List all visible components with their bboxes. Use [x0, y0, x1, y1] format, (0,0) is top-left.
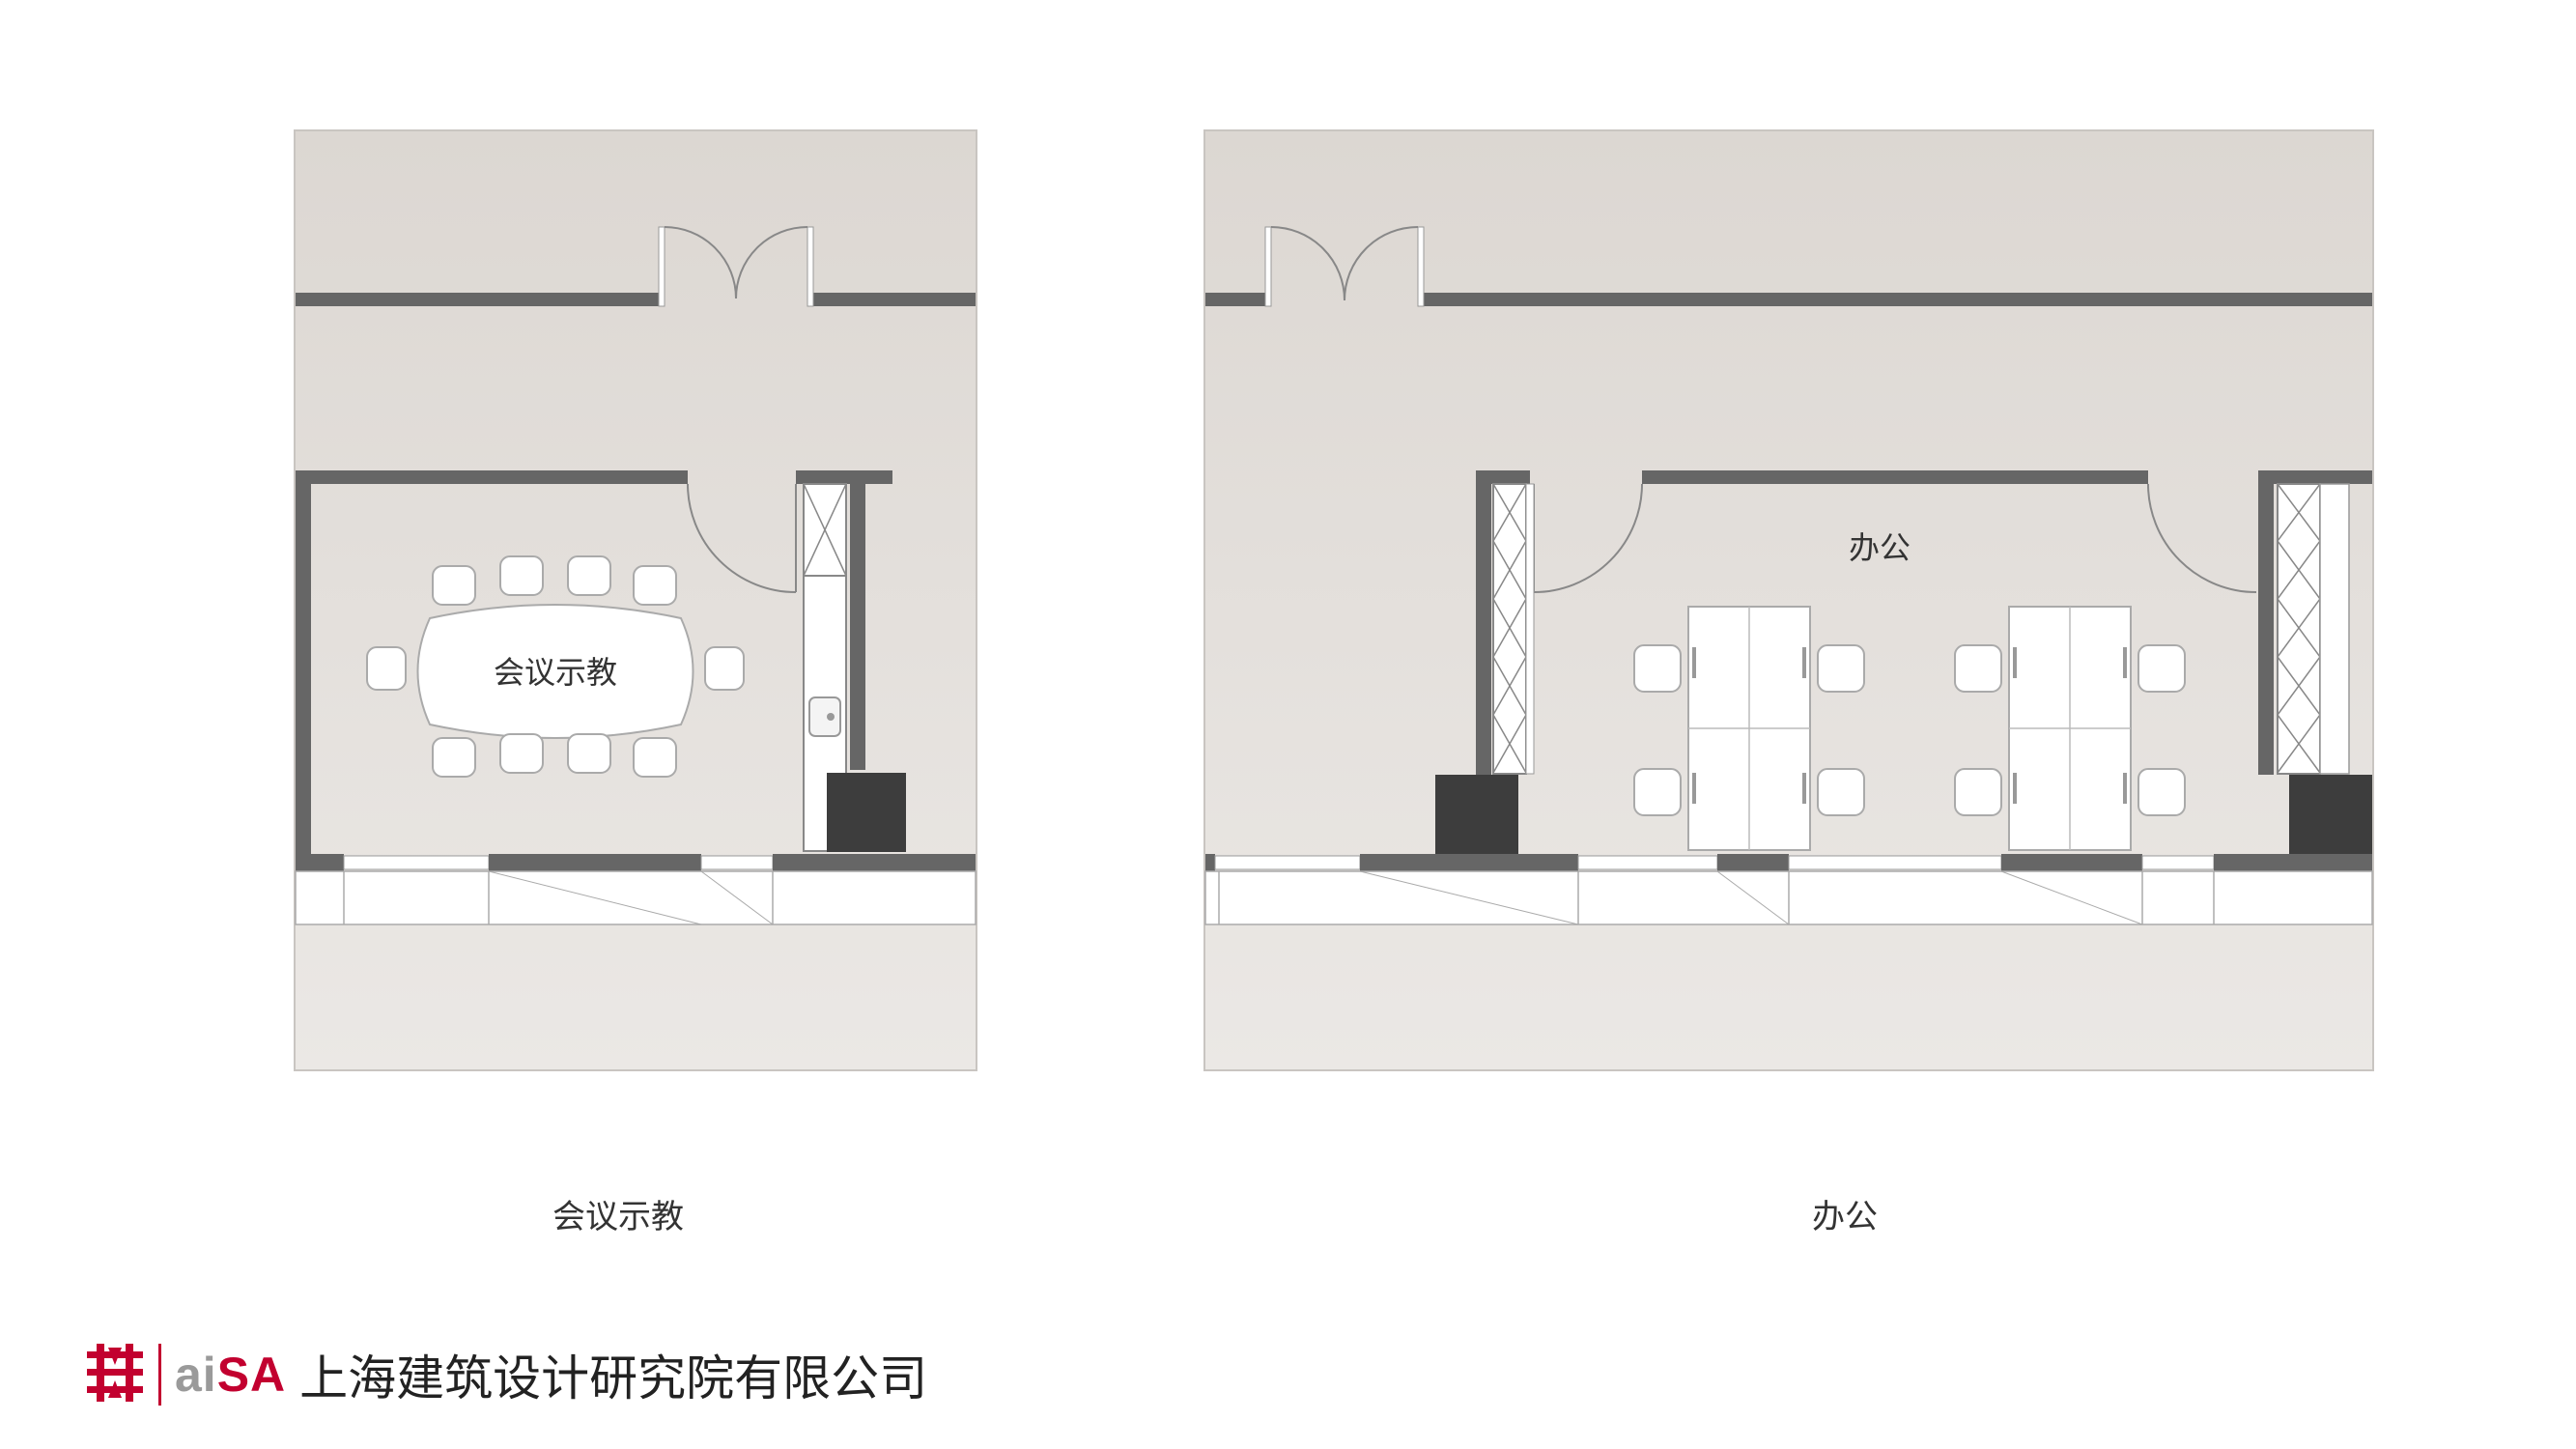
institute-emblem-icon: [83, 1342, 147, 1407]
footer-logo: ai SA 上海建筑设计研究院有限公司: [83, 1341, 927, 1408]
brand-prefix: ai: [175, 1348, 217, 1402]
logo-divider: [158, 1344, 161, 1406]
meeting-room-plan: 会议示教: [294, 129, 977, 1071]
company-name: 上海建筑设计研究院有限公司: [299, 1350, 928, 1406]
meeting-room-inner-label: 会议示教: [494, 654, 617, 691]
brand-suffix: SA: [216, 1348, 287, 1402]
desk-cluster-left: [1633, 606, 1865, 851]
meeting-room-caption: 会议示教: [552, 1198, 684, 1236]
brand-wordmark: ai SA: [175, 1347, 286, 1403]
office-inner-label: 办公: [1849, 529, 1911, 566]
desk-cluster-right: [1954, 606, 2186, 851]
office-caption: 办公: [1812, 1198, 1878, 1236]
office-plan: 办公: [1203, 129, 2374, 1071]
